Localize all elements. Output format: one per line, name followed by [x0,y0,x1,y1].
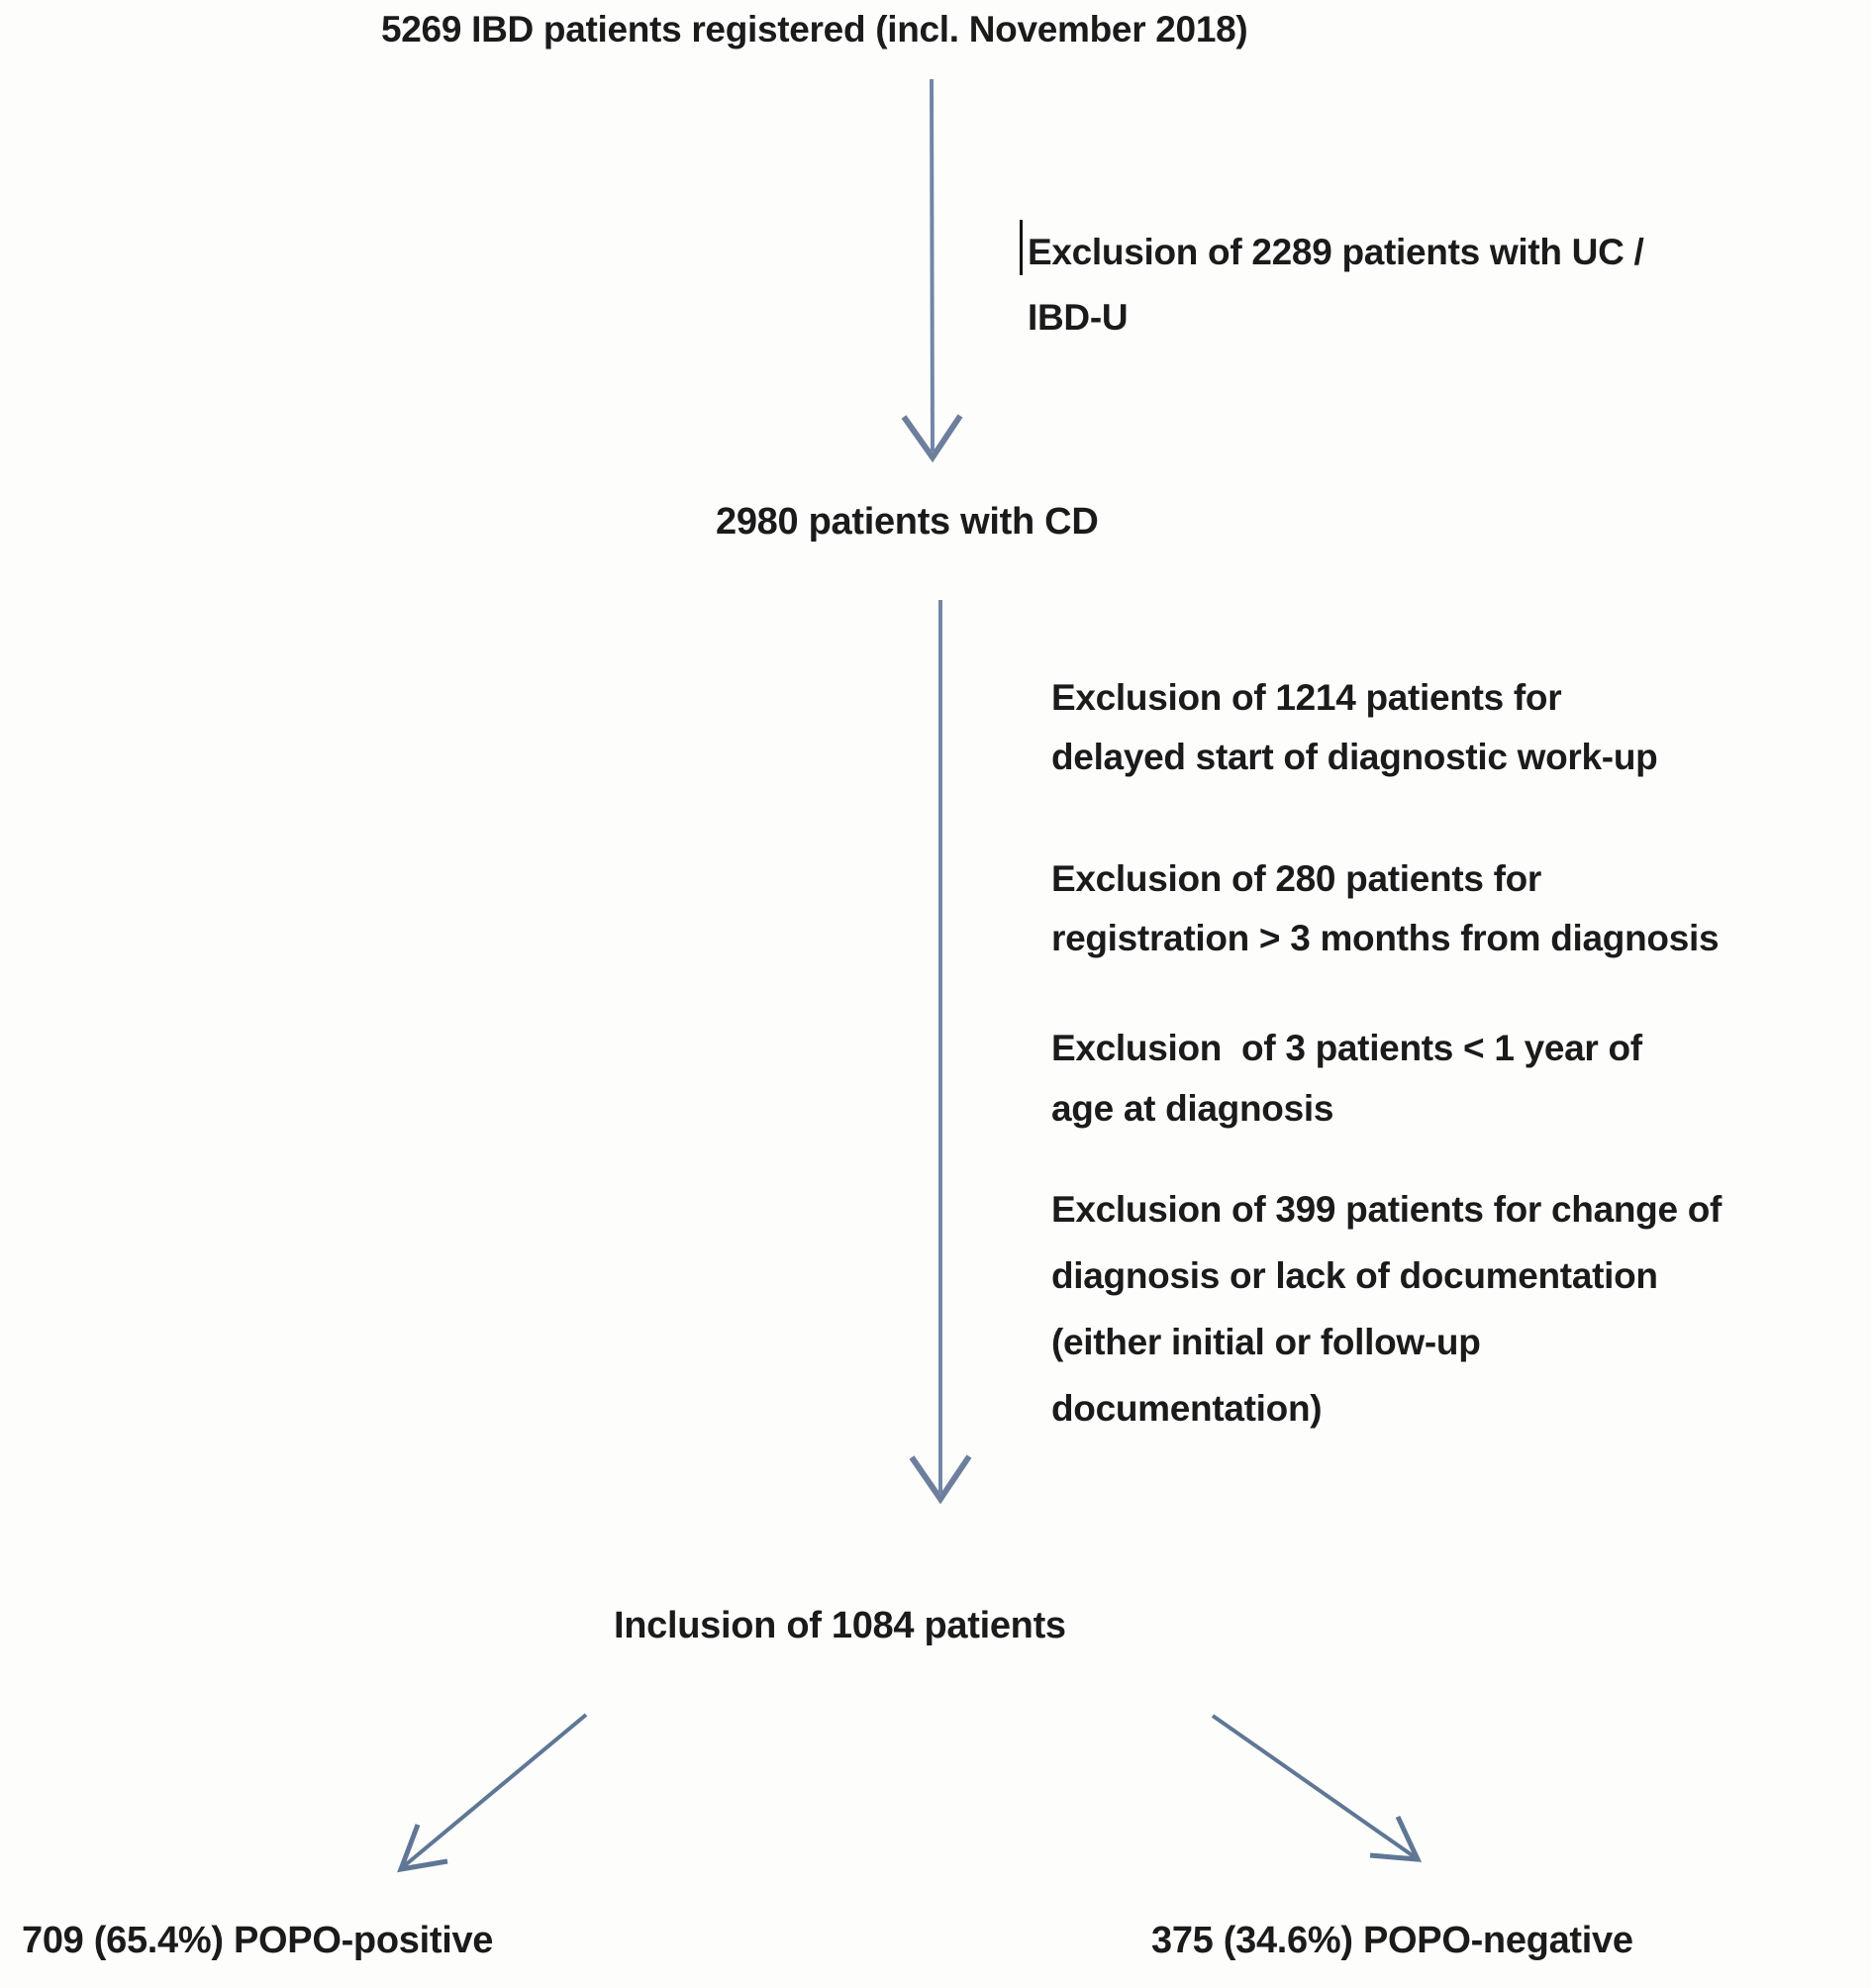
arrow-inclusion-to-popo-positive [397,1713,588,1873]
exclusion-note-uc-ibdu: Exclusion of 2289 patients with UC / IBD… [1028,232,1644,338]
node-inclusion: Inclusion of 1084 patients [614,1605,1066,1646]
exclusion-note-changed-diagnosis: Exclusion of 399 patients for change of … [1051,1189,1723,1429]
arrow-registered-to-cd [901,78,963,463]
text-cursor-icon [1020,220,1023,275]
node-popo-negative: 375 (34.6%) POPO-negative [1151,1920,1633,1961]
node-cd-patients: 2980 patients with CD [716,501,1099,543]
exclusion-note-under-1-year: Exclusion of 3 patients < 1 year of age … [1051,1028,1642,1129]
node-popo-positive: 709 (65.4%) POPO-positive [22,1920,494,1961]
node-registered: 5269 IBD patients registered (incl. Nove… [381,9,1248,50]
exclusion-note-delayed-workup: Exclusion of 1214 patients for delayed s… [1051,677,1658,777]
exclusion-note-late-registration: Exclusion of 280 patients for registrati… [1051,858,1720,958]
arrow-inclusion-to-popo-negative [1211,1714,1423,1862]
arrow-cd-to-inclusion [909,600,972,1505]
